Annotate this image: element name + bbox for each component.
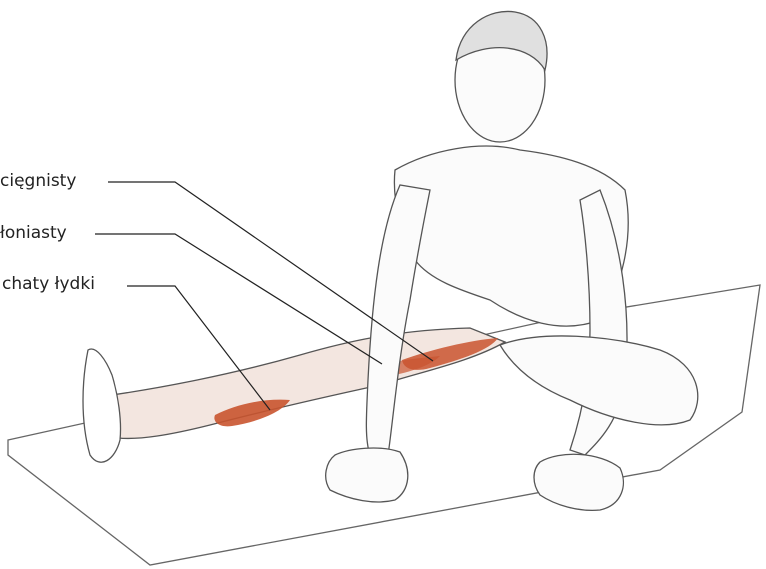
- right-hand: [534, 454, 623, 510]
- bent-leg: [500, 336, 698, 425]
- extended-leg: [112, 328, 505, 438]
- label-muscle-3: chaty łydki: [2, 274, 95, 294]
- left-hand: [326, 448, 408, 502]
- label-muscle-1: cięgnisty: [0, 171, 76, 191]
- left-arm: [366, 185, 430, 455]
- foot: [83, 349, 121, 462]
- label-muscle-2: łoniasty: [0, 223, 67, 243]
